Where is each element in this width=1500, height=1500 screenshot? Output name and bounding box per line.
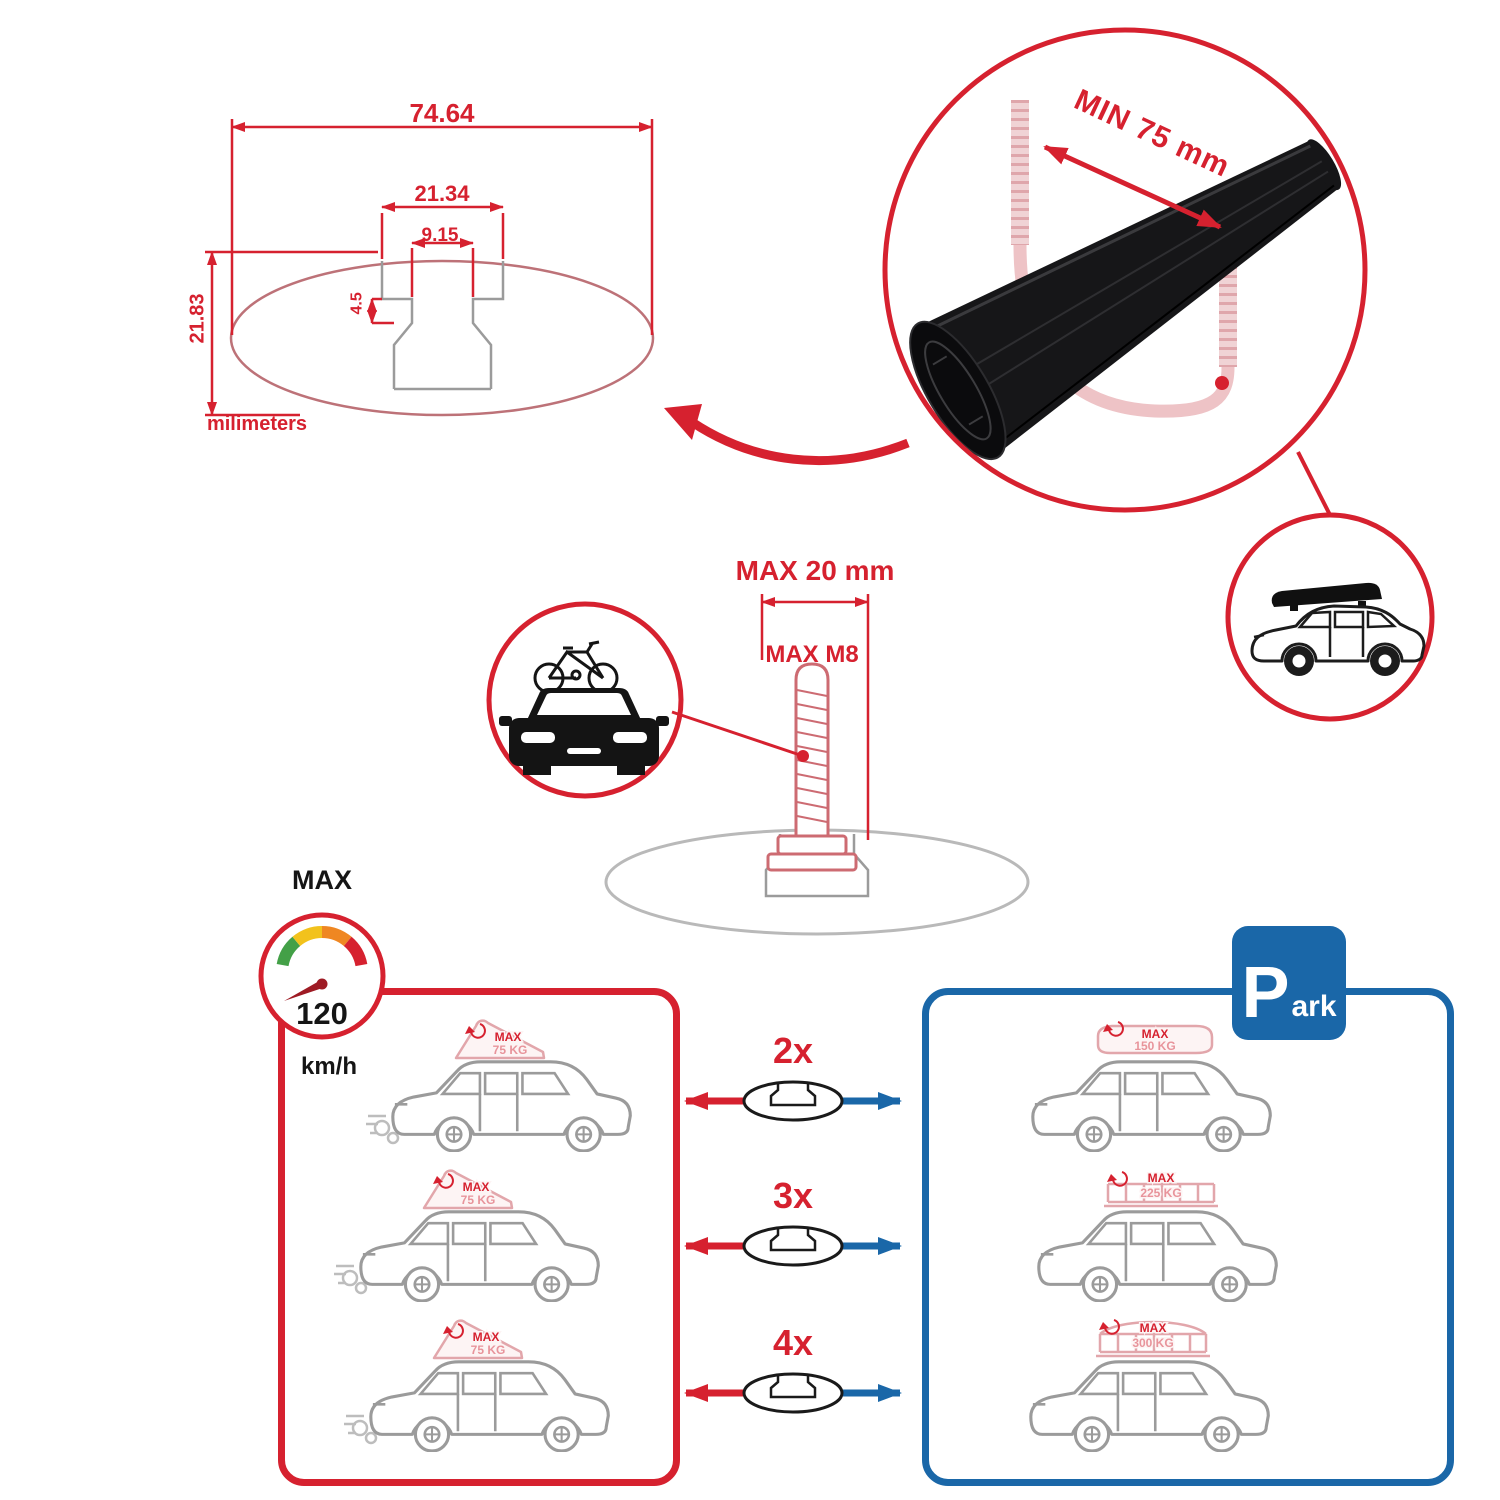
svg-text:150 KG: 150 KG	[1134, 1039, 1175, 1053]
suv-roofbox-icon	[1250, 582, 1426, 676]
park-sign-p: P	[1241, 953, 1290, 1034]
crossbar-profile-icon	[742, 1080, 844, 1122]
car-side-icon	[358, 1340, 618, 1452]
svg-text:300 KG: 300 KG	[1132, 1336, 1173, 1350]
multiplier-label: 2x	[772, 1030, 814, 1071]
parked-car-2: MAX 225 KG	[1024, 1150, 1294, 1302]
roof-load-icon: MAX 150 KG	[1096, 1021, 1214, 1055]
bolt-diagram	[604, 594, 1030, 936]
bike-car-circle	[486, 601, 684, 799]
motion-puffs-icon	[334, 1264, 368, 1295]
dim-height-total: 21.83	[186, 293, 209, 344]
bolt-icon	[766, 662, 858, 872]
car-side-icon	[1018, 1340, 1278, 1452]
driving-car-1: MAX 75 KG	[366, 1000, 648, 1152]
car-side-icon	[380, 1040, 640, 1152]
bolt-max-width-label: MAX 20 mm	[735, 555, 895, 586]
crossbar-detail-circle	[882, 27, 1368, 513]
bar-count-arrows	[684, 1225, 902, 1267]
crossbar-3d-icon	[909, 139, 1342, 461]
profile-oval	[229, 259, 655, 417]
svg-text:MAX: MAX	[495, 1030, 522, 1044]
dimension-lines	[205, 119, 654, 417]
dim-width-total: 74.64	[409, 98, 475, 128]
driving-car-3: MAX 75 KG	[344, 1300, 626, 1452]
svg-text:225 KG: 225 KG	[1140, 1186, 1181, 1200]
bolt-thread-label: MAX M8	[765, 641, 859, 668]
gauge-title: MAX	[292, 865, 352, 895]
svg-text:MAX: MAX	[1142, 1027, 1169, 1041]
roof-load-icon: MAX 75 KG	[422, 1169, 514, 1210]
svg-text:MAX: MAX	[1140, 1321, 1167, 1335]
svg-text:75 KG: 75 KG	[461, 1193, 496, 1207]
roof-load-icon: MAX 75 KG	[454, 1019, 546, 1060]
units-label: milimeters	[206, 413, 308, 435]
car-front-bike-icon	[499, 640, 669, 775]
bar-count-arrows	[684, 1372, 902, 1414]
multiplier-row-2x: 2x	[664, 1030, 922, 1134]
motion-puffs-icon	[366, 1114, 400, 1145]
park-sign: P ark	[1232, 926, 1346, 1040]
dim-slot-outer: 21.34	[414, 181, 470, 206]
car-side-icon	[1020, 1040, 1280, 1152]
profile-dimension-diagram	[205, 119, 655, 417]
bar-count-arrows	[684, 1080, 902, 1122]
roof-load-icon: MAX 300 KG	[1096, 1319, 1210, 1358]
roofbox-car-circle	[1225, 512, 1435, 722]
svg-text:MAX: MAX	[473, 1330, 500, 1344]
multiplier-label: 3x	[772, 1175, 814, 1216]
gauge-value: 120	[296, 996, 348, 1031]
roof-load-icon: MAX 225 KG	[1104, 1170, 1218, 1208]
multiplier-label: 4x	[772, 1322, 814, 1363]
svg-text:75 KG: 75 KG	[493, 1043, 528, 1057]
dim-lip-depth: 4.5	[348, 292, 366, 315]
gauge-dial-icon	[258, 912, 386, 1040]
profile-channel	[380, 261, 505, 391]
svg-text:75 KG: 75 KG	[471, 1343, 506, 1357]
driving-car-2: MAX 75 KG	[334, 1150, 616, 1302]
parked-car-1: MAX 150 KG	[1018, 1000, 1288, 1152]
parked-car-3: MAX 300 KG	[1016, 1300, 1286, 1452]
svg-text:MAX: MAX	[1148, 1171, 1175, 1185]
car-side-icon	[1026, 1190, 1286, 1302]
crossbar-profile-icon	[742, 1372, 844, 1414]
gauge-unit: km/h	[300, 1053, 357, 1080]
roof-load-icon: MAX 75 KG	[432, 1319, 524, 1360]
dim-slot-inner: 9.15	[421, 225, 459, 246]
svg-text:MAX: MAX	[463, 1180, 490, 1194]
min-span-arrow	[1043, 144, 1222, 230]
bolt-dimension-lines	[760, 594, 870, 840]
crossbar-profile-icon	[742, 1225, 844, 1267]
motion-puffs-icon	[344, 1414, 378, 1445]
park-sign-ark: ark	[1291, 990, 1337, 1023]
multiplier-row-4x: 4x	[664, 1322, 922, 1426]
multiplier-row-3x: 3x	[664, 1175, 922, 1279]
car-side-icon	[348, 1190, 608, 1302]
